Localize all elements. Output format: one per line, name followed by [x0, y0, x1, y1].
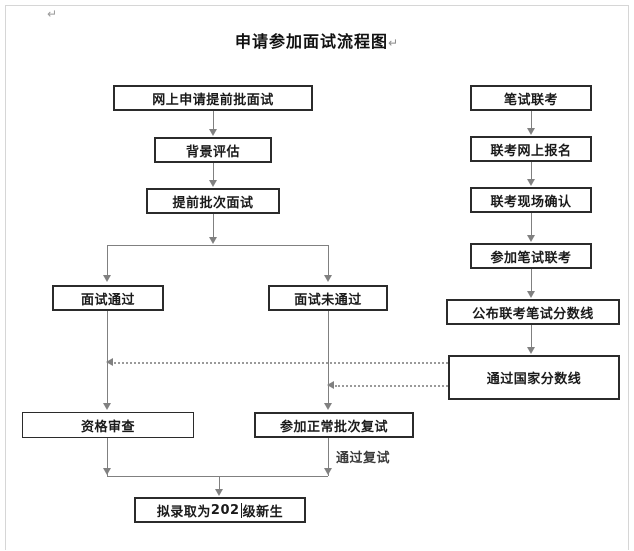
- connector-n3-split: [213, 214, 214, 238]
- connector-passed-to-review: [107, 311, 108, 404]
- arrowhead-r2-r3: [527, 179, 535, 186]
- node-admitted-prefix: 拟录取为: [156, 504, 211, 520]
- connector-r2-r3: [531, 162, 532, 179]
- connector-failed-to-normal-retest: [328, 311, 329, 404]
- page-title: 申请参加面试流程图↵: [0, 28, 634, 52]
- dotted-edge-to-interview-passed: [114, 362, 448, 364]
- paragraph-mark-title: ↵: [387, 36, 400, 50]
- arrowhead-n3-split: [209, 237, 217, 244]
- arrowhead-n1-n2: [209, 129, 217, 136]
- node-admitted-year: 202: [210, 502, 240, 518]
- arrowhead-r4-r5: [527, 291, 535, 298]
- node-admitted-suffix: 级新生: [242, 504, 284, 520]
- node-early-batch-interview[interactable]: 提前批次面试: [146, 188, 280, 214]
- node-joint-exam-onsite-confirmation[interactable]: 联考现场确认: [470, 187, 592, 213]
- arrowhead-r3-r4: [527, 235, 535, 242]
- connector-r1-r2: [531, 111, 532, 129]
- node-publish-score-line[interactable]: 公布联考笔试分数线: [446, 299, 620, 325]
- text-cursor: [240, 502, 242, 518]
- node-background-assessment[interactable]: 背景评估: [154, 137, 272, 163]
- node-take-written-joint-exam[interactable]: 参加笔试联考: [470, 243, 592, 269]
- arrowhead-n2-n3: [209, 180, 217, 187]
- paragraph-mark-top: ↵: [47, 7, 58, 21]
- arrowhead-split-left: [103, 275, 111, 282]
- split-bar-interview-result: [107, 245, 328, 246]
- node-interview-passed[interactable]: 面试通过: [52, 285, 164, 311]
- node-pass-national-score-line[interactable]: 通过国家分数线: [448, 355, 620, 400]
- dotted-edge-to-interview-failed: [335, 385, 448, 387]
- connector-review-down: [107, 438, 108, 476]
- edge-label-pass-retest: 通过复试: [336, 451, 391, 466]
- arrowhead-passed-to-review: [103, 403, 111, 410]
- arrowhead-split-right: [324, 275, 332, 282]
- connector-merge-to-admission: [219, 476, 220, 490]
- arrowhead-merge-to-admission: [215, 489, 223, 496]
- page-border-top: [5, 5, 628, 6]
- arrowhead-retest-merge: [324, 468, 332, 475]
- connector-retest-down: [328, 438, 329, 476]
- arrowhead-r5-r6: [527, 347, 535, 354]
- connector-r3-r4: [531, 213, 532, 235]
- merge-bar-admission: [107, 476, 328, 477]
- connector-n1-n2: [213, 111, 214, 130]
- connector-split-right: [328, 245, 329, 276]
- arrowhead-dotted-to-interview-passed: [106, 358, 113, 366]
- arrowhead-review-merge: [103, 468, 111, 475]
- arrowhead-dotted-to-interview-failed: [327, 381, 334, 389]
- arrowhead-r1-r2: [527, 128, 535, 135]
- node-written-joint-exam[interactable]: 笔试联考: [470, 85, 592, 111]
- arrowhead-failed-to-normal-retest: [324, 403, 332, 410]
- connector-n2-n3: [213, 163, 214, 181]
- page-border-right: [628, 5, 629, 550]
- page-title-text: 申请参加面试流程图: [234, 32, 388, 51]
- page-border-left: [5, 5, 6, 550]
- node-joint-exam-online-registration[interactable]: 联考网上报名: [470, 136, 592, 162]
- connector-split-left: [107, 245, 108, 276]
- node-qualification-review[interactable]: 资格审查: [22, 412, 194, 438]
- node-normal-batch-retest[interactable]: 参加正常批次复试: [254, 412, 414, 438]
- connector-r5-r6: [531, 325, 532, 347]
- connector-r4-r5: [531, 269, 532, 291]
- node-interview-failed[interactable]: 面试未通过: [268, 285, 388, 311]
- node-online-application[interactable]: 网上申请提前批面试: [113, 85, 313, 111]
